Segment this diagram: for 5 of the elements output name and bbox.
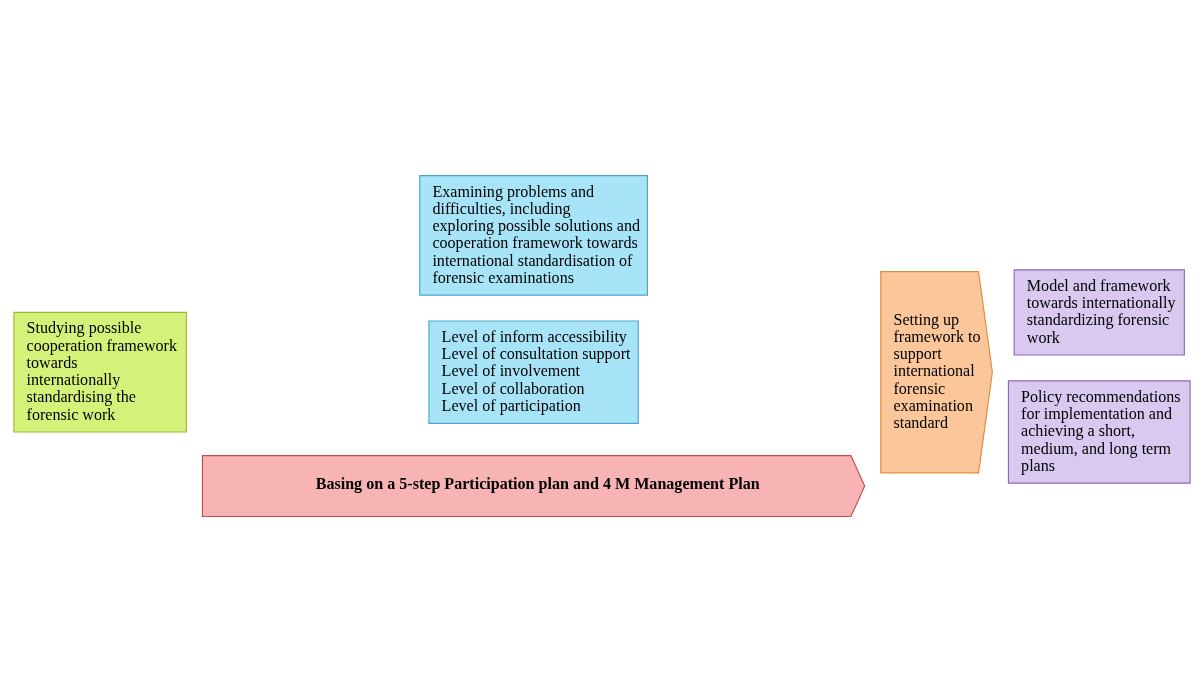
node-box: Examining problems and difficulties, including exploring possible solutions and cooperation framework towards international standardisation of forensic examinations bbox=[419, 174, 648, 296]
node-box: Model and framework towards internationally standardizing forensic work bbox=[1013, 268, 1185, 356]
node-box: Studying possible cooperation framework towards internationally standardising the forensic work bbox=[13, 311, 187, 433]
node-box: Policy recommendations for implementation and achieving a short, medium, and long term plans bbox=[1007, 379, 1191, 484]
node-box: Level of inform accessibility Level of consultation support Level of involvement Level of collaboration Level of participation bbox=[428, 319, 639, 424]
